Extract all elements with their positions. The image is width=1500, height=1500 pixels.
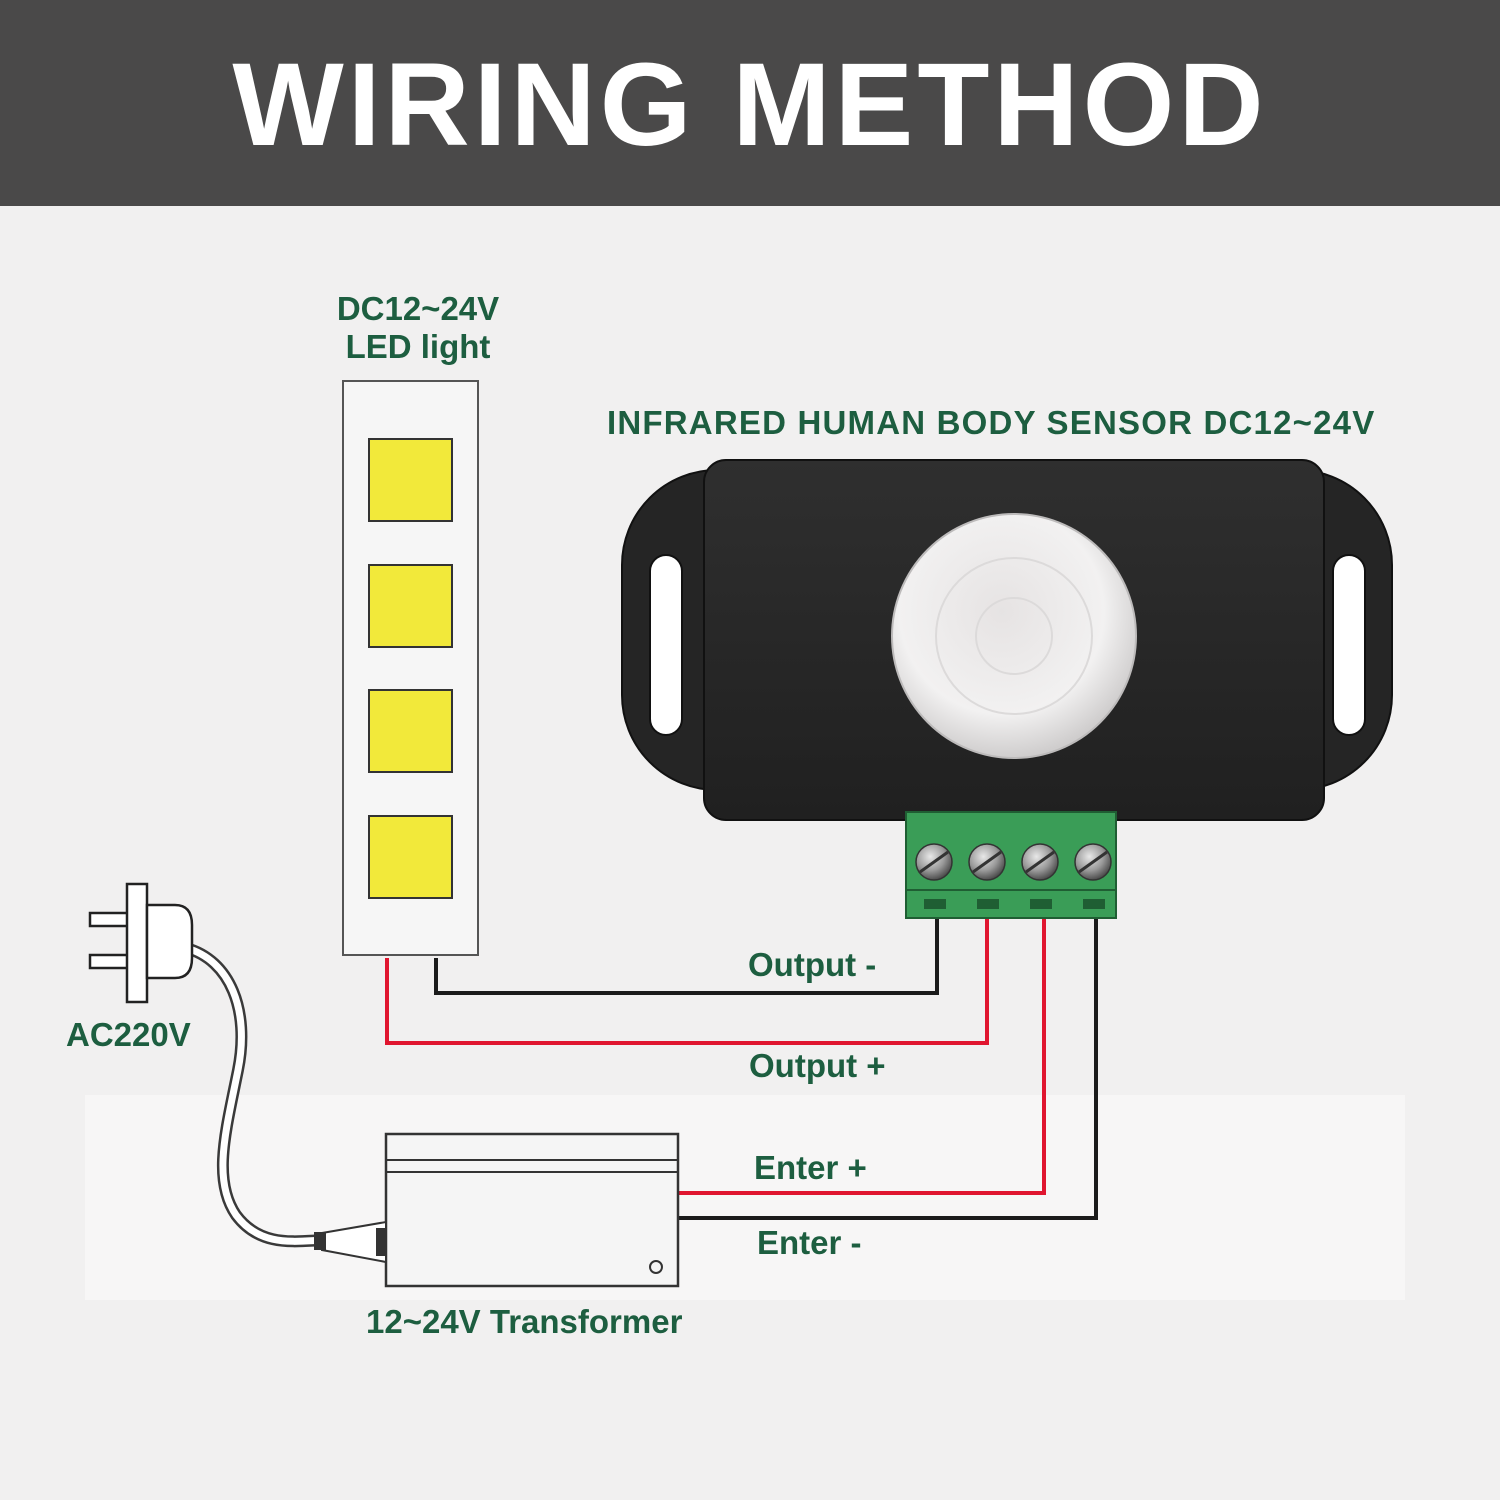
infrared-sensor — [621, 459, 1393, 821]
led-light-label: DC12~24V LED light — [300, 290, 536, 366]
mounting-slot-left — [649, 554, 683, 736]
enter-plus-label: Enter + — [754, 1149, 867, 1186]
led-light-name-label: LED light — [345, 328, 491, 365]
plug-icon — [88, 882, 194, 1004]
page-title: WIRING METHOD — [232, 39, 1268, 171]
output-plus-label: Output + — [749, 1047, 886, 1084]
led-chip — [368, 564, 453, 648]
header-banner: WIRING METHOD — [0, 0, 1500, 206]
background-panel — [85, 1095, 1405, 1300]
mounting-slot-right — [1332, 554, 1366, 736]
wire-enter-minus — [678, 918, 1098, 1220]
sensor-label: INFRARED HUMAN BODY SENSOR DC12~24V — [607, 404, 1376, 441]
led-light-strip — [342, 380, 479, 956]
led-light-voltage-label: DC12~24V — [336, 290, 500, 327]
led-chip — [368, 689, 453, 773]
transformer — [314, 1132, 680, 1288]
ac-voltage-label: AC220V — [66, 1016, 191, 1053]
wire-output-plus — [385, 918, 989, 1045]
wire-output-minus — [434, 918, 939, 995]
enter-minus-label: Enter - — [757, 1224, 862, 1261]
led-chip — [368, 815, 453, 899]
output-minus-label: Output - — [748, 946, 877, 983]
wire-enter-plus — [678, 918, 1046, 1195]
pir-dome — [891, 513, 1137, 759]
wires — [180, 918, 1098, 1248]
indicator-led-icon — [649, 1260, 663, 1274]
transformer-label: 12~24V Transformer — [366, 1303, 683, 1340]
led-chip — [368, 438, 453, 522]
terminal-block — [905, 811, 1117, 919]
